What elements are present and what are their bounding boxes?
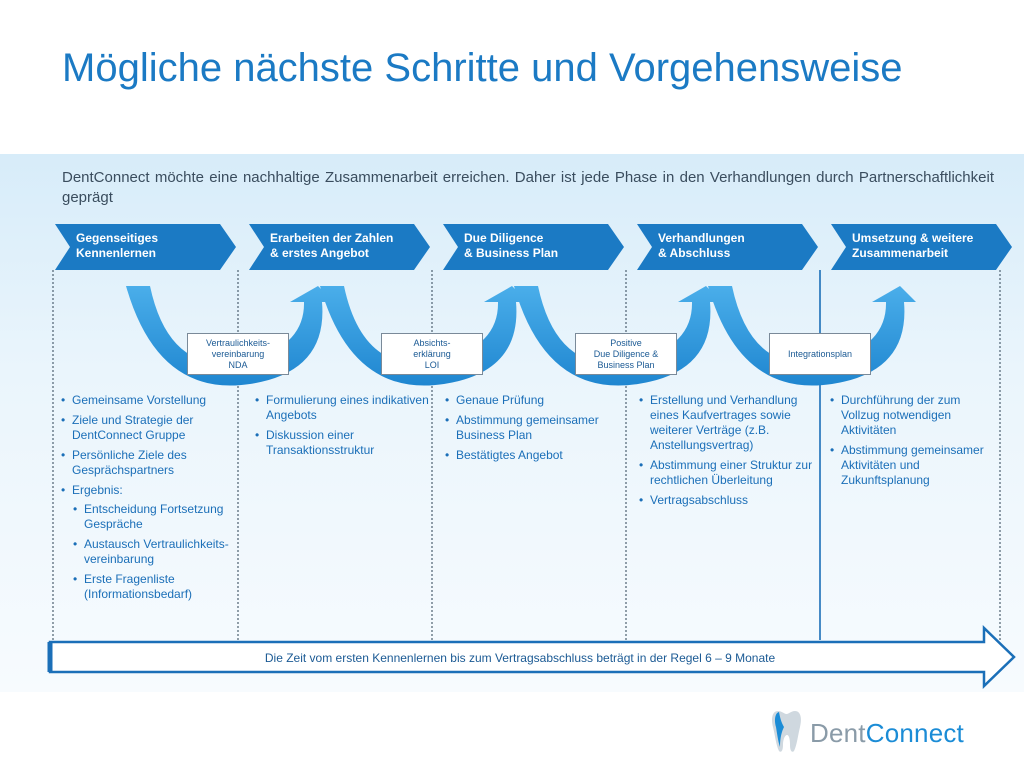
phase-column-4: Erstellung und Verhandlung eines Kaufver… [638,393,816,513]
list-item: Vertragsabschluss [639,493,816,508]
document-loi-line3: LOI [424,359,440,370]
list-item: Durchführung der zum Vollzug notwendigen… [830,393,1001,438]
tooth-logo-icon [772,711,801,752]
document-loi-line1: Absichts- [413,337,451,348]
phase-label-3: Due Diligence & Business Plan [464,231,614,261]
phase-label-5: Umsetzung & weitere Zusammenarbeit [852,231,1002,261]
document-dd-line3: Business Plan [597,359,655,370]
phase-column-2: Formulierung eines indikativen Angebots … [254,393,432,463]
list-item: Ziele und Strategie der DentConnect Grup… [61,413,238,443]
document-box-integration: Integrationsplan [769,333,871,375]
list-item: Bestätigtes Angebot [445,448,622,463]
list-subitem: Entscheidung Fortsetzung Gespräche [73,502,238,532]
document-nda-line1: Vertraulichkeits- [205,337,271,348]
list-item: Diskussion einer Transaktionsstruktur [255,428,432,458]
list-subitem: Austausch Vertraulichkeits-vereinbarung [73,537,238,567]
phase-label-2-line1: Erarbeiten der Zahlen [270,231,394,245]
list-item: Formulierung eines indikativen Angebots [255,393,432,423]
page-title: Mögliche nächste Schritte und Vorgehensw… [62,46,903,90]
phase-chevron-3 [443,224,624,270]
document-integration-line1: Integrationsplan [787,348,853,359]
intro-text: DentConnect möchte eine nachhaltige Zusa… [62,169,994,206]
phase-label-1-line2: Kennenlernen [76,246,157,260]
timeline-arrow [48,625,1016,689]
phase-column-3: Genaue Prüfung Abstimmung gemeinsamer Bu… [444,393,622,468]
document-box-due-diligence: Positive Due Diligence & Business Plan [575,333,677,375]
document-dd-line2: Due Diligence & [593,348,659,359]
list-item: Abstimmung gemeinsamer Business Plan [445,413,622,443]
document-box-nda: Vertraulichkeits- vereinbarung NDA [187,333,289,375]
list-item: Persönliche Ziele des Gesprächspartners [61,448,238,478]
list-item: Ergebnis: Entscheidung Fortsetzung Gespr… [61,483,238,602]
phase-label-4: Verhandlungen & Abschluss [658,231,808,261]
list-subitem: Erste Fragenliste (Informationsbedarf) [73,572,238,602]
phase-label-3-line1: Due Diligence [464,231,544,245]
phase-label-5-line1: Umsetzung & weitere [852,231,974,245]
result-heading: Ergebnis: [72,483,123,497]
list-item: Abstimmung einer Struktur zur rechtliche… [639,458,816,488]
phase-chevron-4 [637,224,818,270]
phase-chevron-2 [249,224,430,270]
list-item: Abstimmung gemeinsamer Aktivitäten und Z… [830,443,1001,488]
document-dd-line1: Positive [610,337,642,348]
phase-label-3-line2: & Business Plan [464,246,559,260]
timeline-caption: Die Zeit vom ersten Kennenlernen bis zum… [264,651,776,665]
brand-logo-part2: Connect [865,718,964,748]
phase-label-2: Erarbeiten der Zahlen & erstes Angebot [270,231,420,261]
document-loi-line2: erklärung [413,348,451,359]
list-item: Erstellung und Verhandlung eines Kaufver… [639,393,816,453]
brand-logo-text: DentConnect [810,718,964,748]
phase-column-5: Durchführung der zum Vollzug notwendigen… [829,393,1001,493]
phase-label-4-line1: Verhandlungen [658,231,745,245]
list-item: Gemeinsame Vorstellung [61,393,238,408]
phase-label-1-line1: Gegenseitiges [76,231,159,245]
phase-chevron-5 [831,224,1012,270]
document-nda-line3: NDA [228,359,248,370]
list-item: Genaue Prüfung [445,393,622,408]
brand-logo-part1: Dent [810,718,866,748]
document-box-loi: Absichts- erklärung LOI [381,333,483,375]
phase-label-1: Gegenseitiges Kennenlernen [76,231,226,261]
phase-label-2-line2: & erstes Angebot [270,246,369,260]
phase-label-4-line2: & Abschluss [658,246,731,260]
phase-column-1: Gemeinsame Vorstellung Ziele und Strateg… [60,393,238,607]
document-nda-line2: vereinbarung [211,348,265,359]
phase-chevron-1 [55,224,236,270]
phase-label-5-line2: Zusammenarbeit [852,246,949,260]
